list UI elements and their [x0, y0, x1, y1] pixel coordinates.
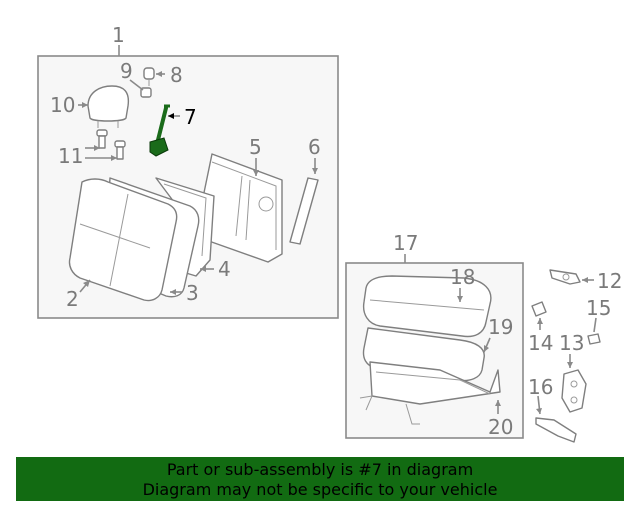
label-15[interactable]: 15 — [586, 296, 611, 320]
footer-line-2: Diagram may not be specific to your vehi… — [142, 480, 498, 499]
label-3[interactable]: 3 — [186, 281, 199, 305]
part-10-headrest[interactable] — [87, 85, 130, 128]
part-14-clip[interactable] — [531, 301, 547, 317]
part-20-seat-frame[interactable] — [359, 361, 501, 425]
label-11[interactable]: 11 — [58, 144, 83, 168]
part-8-clip[interactable] — [143, 67, 155, 86]
label-5[interactable]: 5 — [249, 135, 262, 159]
footer-line-1: Part or sub-assembly is #7 in diagram — [166, 460, 474, 479]
label-10[interactable]: 10 — [50, 93, 75, 117]
part-7-latch[interactable] — [149, 104, 170, 157]
part-12-bracket[interactable] — [549, 269, 581, 285]
label-8[interactable]: 8 — [170, 63, 183, 87]
part-13-hinge[interactable] — [561, 369, 587, 413]
label-9[interactable]: 9 — [120, 59, 133, 83]
label-1[interactable]: 1 — [112, 23, 125, 47]
part-15-cap[interactable] — [587, 333, 601, 345]
part-11-guides[interactable] — [96, 129, 126, 160]
label-7[interactable]: 7 — [184, 105, 197, 129]
label-16[interactable]: 16 — [528, 375, 553, 399]
label-18[interactable]: 18 — [450, 265, 475, 289]
label-4[interactable]: 4 — [218, 257, 231, 281]
label-17[interactable]: 17 — [393, 231, 418, 255]
footer-banner: Part or sub-assembly is #7 in diagram Di… — [16, 457, 624, 501]
part-2-back-cover[interactable] — [68, 178, 178, 302]
part-6-trim-strip[interactable] — [289, 177, 319, 245]
label-6[interactable]: 6 — [308, 135, 321, 159]
label-19[interactable]: 19 — [488, 315, 513, 339]
label-2[interactable]: 2 — [66, 287, 79, 311]
part-18-cushion-cover[interactable] — [362, 275, 492, 338]
label-12[interactable]: 12 — [597, 269, 622, 293]
label-20[interactable]: 20 — [488, 415, 513, 439]
label-14[interactable]: 14 — [528, 331, 553, 355]
label-13[interactable]: 13 — [559, 331, 584, 355]
part-16-rail[interactable] — [535, 417, 577, 443]
part-9-support[interactable] — [140, 87, 152, 98]
